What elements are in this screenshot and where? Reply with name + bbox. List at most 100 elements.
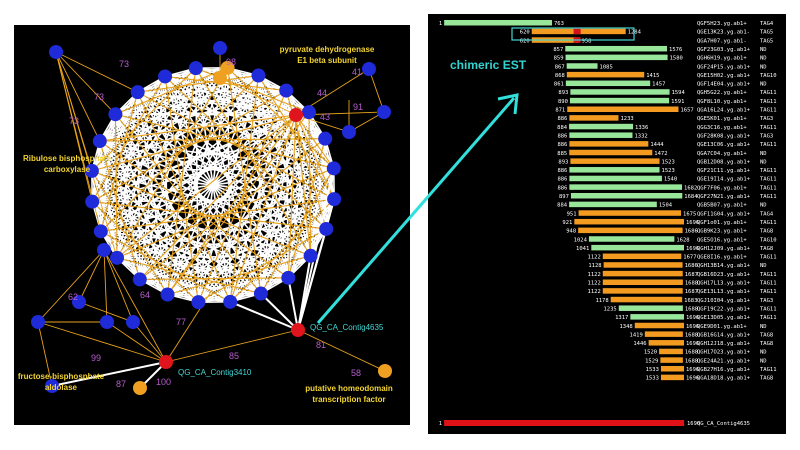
est-id: QGF7F06.yg.ab1+ — [697, 185, 747, 191]
est-id: QGE5K01.yg.ab1+ — [697, 116, 747, 122]
network-node — [378, 364, 392, 378]
est-start: 886 — [557, 133, 567, 139]
network-node — [327, 161, 341, 175]
est-end: 1683 — [684, 298, 697, 304]
est-tag: ND — [760, 324, 767, 330]
est-start: 886 — [557, 177, 567, 183]
est-start: 871 — [555, 108, 565, 114]
est-bar — [603, 280, 683, 286]
est-bar — [569, 115, 618, 121]
est-id: QGH12J09.yg.ab1+ — [697, 246, 751, 252]
est-start: 885 — [557, 151, 567, 157]
est-end: 1687 — [685, 289, 698, 295]
est-id: QGH17L13.yg.ab1+ — [697, 281, 751, 287]
network-node — [94, 224, 108, 238]
est-start: 1317 — [615, 315, 628, 321]
est-start: 1122 — [588, 272, 601, 278]
est-tag: TAG11 — [760, 108, 777, 114]
est-end: 1085 — [600, 64, 613, 70]
est-id: QGA7C04.yg.ab1+ — [697, 151, 747, 157]
est-tag: TAG11 — [760, 315, 777, 321]
network-node — [289, 108, 303, 122]
est-bar — [570, 98, 669, 104]
label-ribulose: Ribulose bisphosphate carboxylase — [12, 153, 122, 175]
est-end: 1472 — [654, 151, 667, 157]
est-tag: ND — [760, 64, 767, 70]
est-bar — [565, 46, 667, 52]
network-node — [108, 107, 122, 121]
edge-weight: 73 — [119, 59, 129, 69]
est-end: 1540 — [664, 177, 677, 183]
est-start: 867 — [555, 64, 565, 70]
est-end: 1686 — [685, 263, 698, 269]
est-bar — [567, 107, 678, 113]
est-bar — [571, 193, 682, 199]
est-tag: TAG11 — [760, 90, 777, 96]
est-tag: TAG11 — [760, 194, 777, 200]
label-contig4635: QG_CA_Contig4635 — [310, 323, 383, 332]
network-node — [377, 105, 391, 119]
est-bar — [604, 262, 683, 268]
est-tag: TAG5 — [760, 38, 773, 44]
est-bar — [569, 150, 652, 156]
est-start: 1041 — [576, 246, 589, 252]
est-start: 886 — [557, 142, 567, 148]
network-node — [133, 272, 147, 286]
est-start: 886 — [557, 116, 567, 122]
est-end: 1682 — [684, 185, 697, 191]
network-node — [110, 251, 124, 265]
est-tag: TAG4 — [760, 211, 774, 217]
est-tag: ND — [760, 203, 767, 209]
est-tag: ND — [760, 350, 767, 356]
est-tag: ND — [760, 56, 767, 62]
est-start: 1 — [439, 21, 442, 27]
est-tag: TAG11 — [760, 289, 777, 295]
est-end: 1332 — [634, 133, 647, 139]
est-tag: TAG11 — [760, 272, 777, 278]
est-id: QGA7H07.yg.ab1- — [697, 38, 747, 44]
est-start: 868 — [555, 73, 565, 79]
network-node — [97, 243, 111, 257]
est-bar — [569, 132, 632, 138]
est-id: QGH13B14.yg.ab1+ — [697, 263, 751, 269]
est-start: 893 — [558, 159, 568, 165]
network-node — [254, 287, 268, 301]
est-start: 1024 — [574, 237, 588, 243]
est-id: QGH6H19.yg.ab1+ — [697, 56, 747, 62]
est-tag: ND — [760, 151, 767, 157]
network-node — [31, 315, 45, 329]
est-tag: TAG3 — [760, 298, 773, 304]
est-id: QGF21C11.yg.ab1+ — [697, 168, 751, 174]
est-id: QGB5B07.yg.ab1+ — [697, 203, 747, 209]
network-node — [223, 295, 237, 309]
network-node — [281, 271, 295, 285]
edge-weight: 62 — [68, 292, 78, 302]
edge-weight: 43 — [320, 112, 330, 122]
est-end: 1457 — [652, 82, 665, 88]
est-bar — [579, 210, 681, 216]
est-start: 1128 — [588, 263, 601, 269]
network-node — [189, 61, 203, 75]
est-tag: TAG5 — [760, 30, 773, 36]
edge-weight: 58 — [351, 368, 361, 378]
est-end: 1594 — [672, 90, 686, 96]
label-homeodomain: putative homeodomain transcription facto… — [296, 383, 402, 405]
est-tag: TAG3 — [760, 133, 773, 139]
edge-weight: 77 — [176, 317, 186, 327]
network-node — [327, 192, 341, 206]
network-node — [131, 85, 145, 99]
est-start: 897 — [559, 194, 569, 200]
est-bar — [567, 63, 598, 69]
est-start: 857 — [553, 47, 563, 53]
est-tag: TAG11 — [760, 168, 777, 174]
edge-weight: 73 — [69, 116, 79, 126]
est-start: 884 — [557, 125, 568, 131]
est-bar — [661, 375, 684, 381]
est-bar — [566, 81, 650, 87]
est-id: QGF19C22.yg.ab1+ — [697, 306, 751, 312]
est-end: 1444 — [650, 142, 664, 148]
est-tag: ND — [760, 82, 767, 88]
est-start: 893 — [558, 90, 568, 96]
est-end: 763 — [554, 21, 564, 27]
est-start: 886 — [557, 168, 567, 174]
